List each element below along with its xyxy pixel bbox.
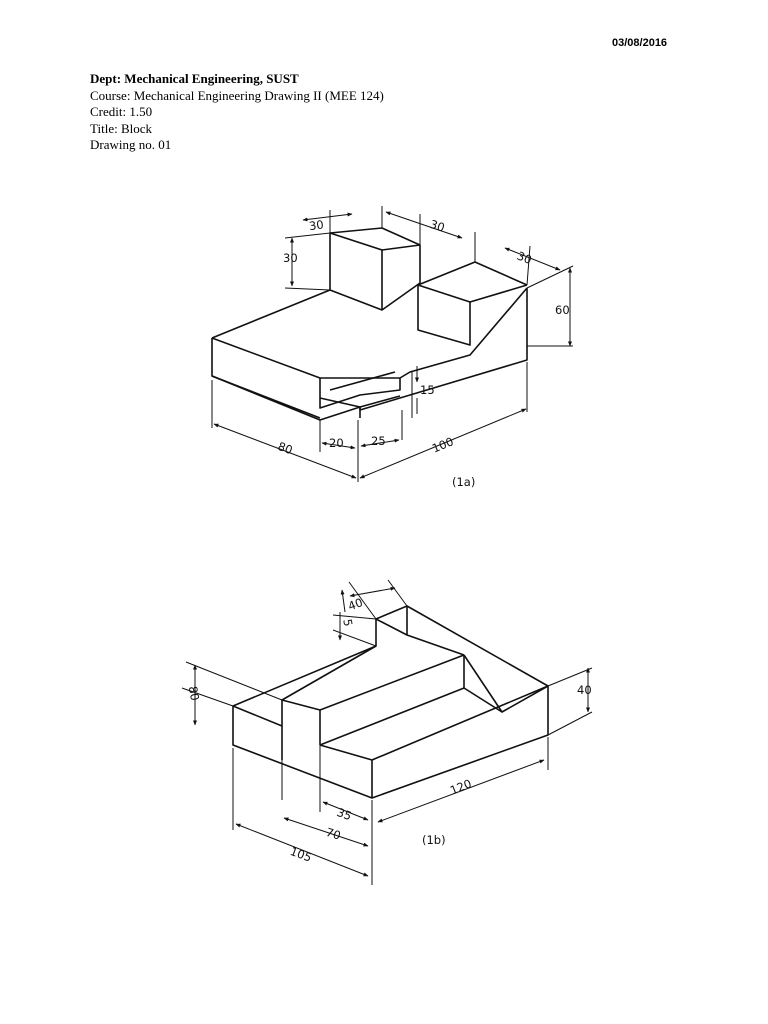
isometric-drawing-1b	[181, 579, 593, 885]
dim-1a-total-height: 60	[555, 303, 570, 317]
dimensions-1b	[193, 586, 590, 877]
dimensions-1a	[213, 211, 572, 479]
dim-1a-width-left: 80	[276, 439, 295, 457]
dim-1a-top-height: 30	[283, 251, 298, 265]
dim-1b-right-height: 40	[577, 683, 592, 697]
title-line: Title: Block	[90, 120, 153, 136]
dim-1b-rib-height: 5	[340, 618, 355, 628]
dim-1a-top-depth: 30	[428, 217, 446, 235]
dim-1b-left-height: 80	[186, 685, 202, 702]
course-line: Course: Mechanical Engineering Drawing I…	[90, 87, 384, 103]
credit-line: Credit: 1.50	[90, 104, 153, 119]
dim-1b-length: 120	[448, 776, 474, 797]
dimension-labels-1b: 40 5 80 40 35 70 105 120 (1b)	[186, 595, 592, 865]
dim-1b-inner-width: 70	[324, 825, 342, 843]
dept-line: Dept: Mechanical Engineering, SUST	[90, 71, 299, 86]
drawing-no-line: Drawing no. 01	[90, 137, 172, 152]
dim-1b-slot-width: 35	[335, 805, 354, 823]
dim-1b-total-width: 105	[288, 844, 313, 865]
document-date: 03/08/2016	[612, 37, 668, 49]
dim-1a-slot-a: 20	[329, 436, 344, 450]
document-header: Dept: Mechanical Engineering, SUST Cours…	[90, 71, 384, 154]
dim-1a-top-width: 30	[308, 217, 324, 233]
dim-1a-slot-b: 25	[371, 434, 386, 448]
caption-1a: (1a)	[452, 475, 475, 489]
dim-1a-slot-depth: 15	[420, 383, 435, 397]
dim-1a-right-width: 30	[515, 249, 534, 267]
caption-1b: (1b)	[422, 833, 446, 847]
dim-1b-rib-width: 40	[346, 595, 365, 613]
dim-1a-length: 100	[430, 434, 456, 455]
dimension-labels-1a: 30 30 30 30 60 15 80 20 25 100 (1a)	[276, 217, 570, 489]
